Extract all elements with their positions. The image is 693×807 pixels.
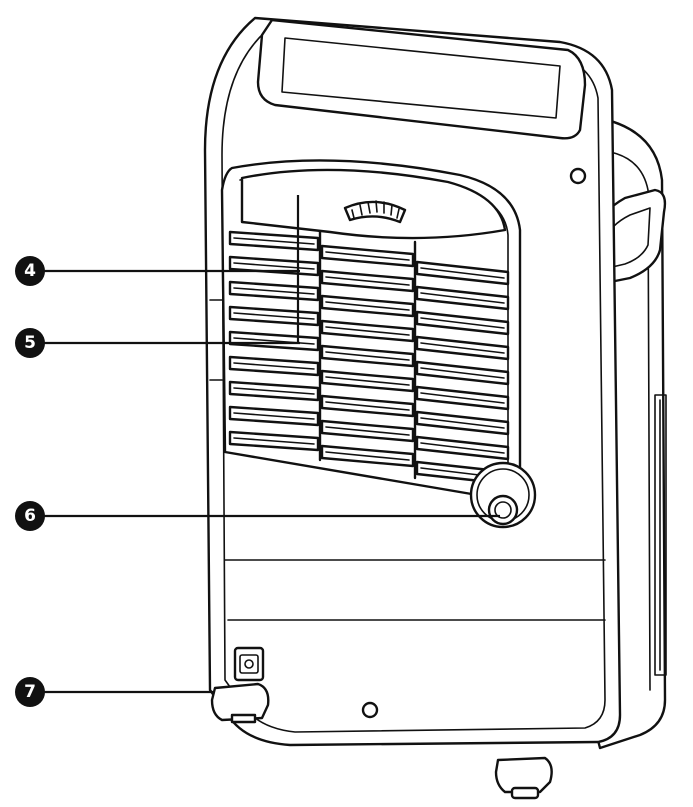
drain-hole: [361, 701, 379, 719]
callout-label-7: 7: [24, 682, 36, 702]
louvre-slat-edge: [420, 367, 505, 379]
louvre-slat-edge: [233, 387, 315, 395]
wheels: [210, 682, 553, 800]
callout-badge-5: [15, 328, 45, 358]
louvre-slat-edge: [233, 312, 315, 320]
callout-badge-6: [15, 501, 45, 531]
louvre-slat-edge: [325, 301, 410, 311]
louvre-slat-edge: [325, 376, 410, 386]
callout-6: 6: [15, 501, 45, 531]
louvre-slat-edge: [233, 237, 315, 245]
louvre-slat-edge: [325, 351, 410, 361]
louvre-slat-edge: [233, 437, 315, 445]
callout-label-5: 5: [24, 333, 36, 353]
louvre-slat-edge: [420, 442, 505, 454]
callout-label-6: 6: [24, 506, 36, 526]
louvre-slat-edge: [420, 392, 505, 404]
callout-5: 5: [15, 328, 45, 358]
louvre-slat-edge: [233, 287, 315, 295]
louvre-slat-edge: [325, 451, 410, 461]
air-grille: [220, 159, 522, 500]
louvre-slat-edge: [325, 426, 410, 436]
louvre-slat-edge: [233, 262, 315, 270]
callout-label-4: 4: [24, 261, 36, 281]
louvre-slat-edge: [420, 317, 505, 329]
knob-ridges: [351, 200, 400, 219]
louvre-slat-edge: [420, 417, 505, 429]
leader-lines: [44, 195, 500, 694]
louvre-slat-edge: [233, 337, 315, 345]
louvre-slat-edge: [233, 362, 315, 370]
louvre-slat-edge: [420, 342, 505, 354]
louvre-slat-edge: [325, 251, 410, 261]
louvre-slat-edge: [325, 276, 410, 286]
callout-4: 4: [15, 256, 45, 286]
callout-badge-4: [15, 256, 45, 286]
louvre-slat-edge: [325, 326, 410, 336]
callout-7: 7: [15, 677, 45, 707]
louvre-slat-edge: [420, 267, 505, 279]
louvre-slat-edge: [420, 292, 505, 304]
power-socket: [233, 646, 265, 682]
rotary-knob: [469, 461, 537, 529]
louvre-slat-edge: [233, 412, 315, 420]
callout-badge-7: [15, 677, 45, 707]
louvre-slat-edge: [325, 401, 410, 411]
